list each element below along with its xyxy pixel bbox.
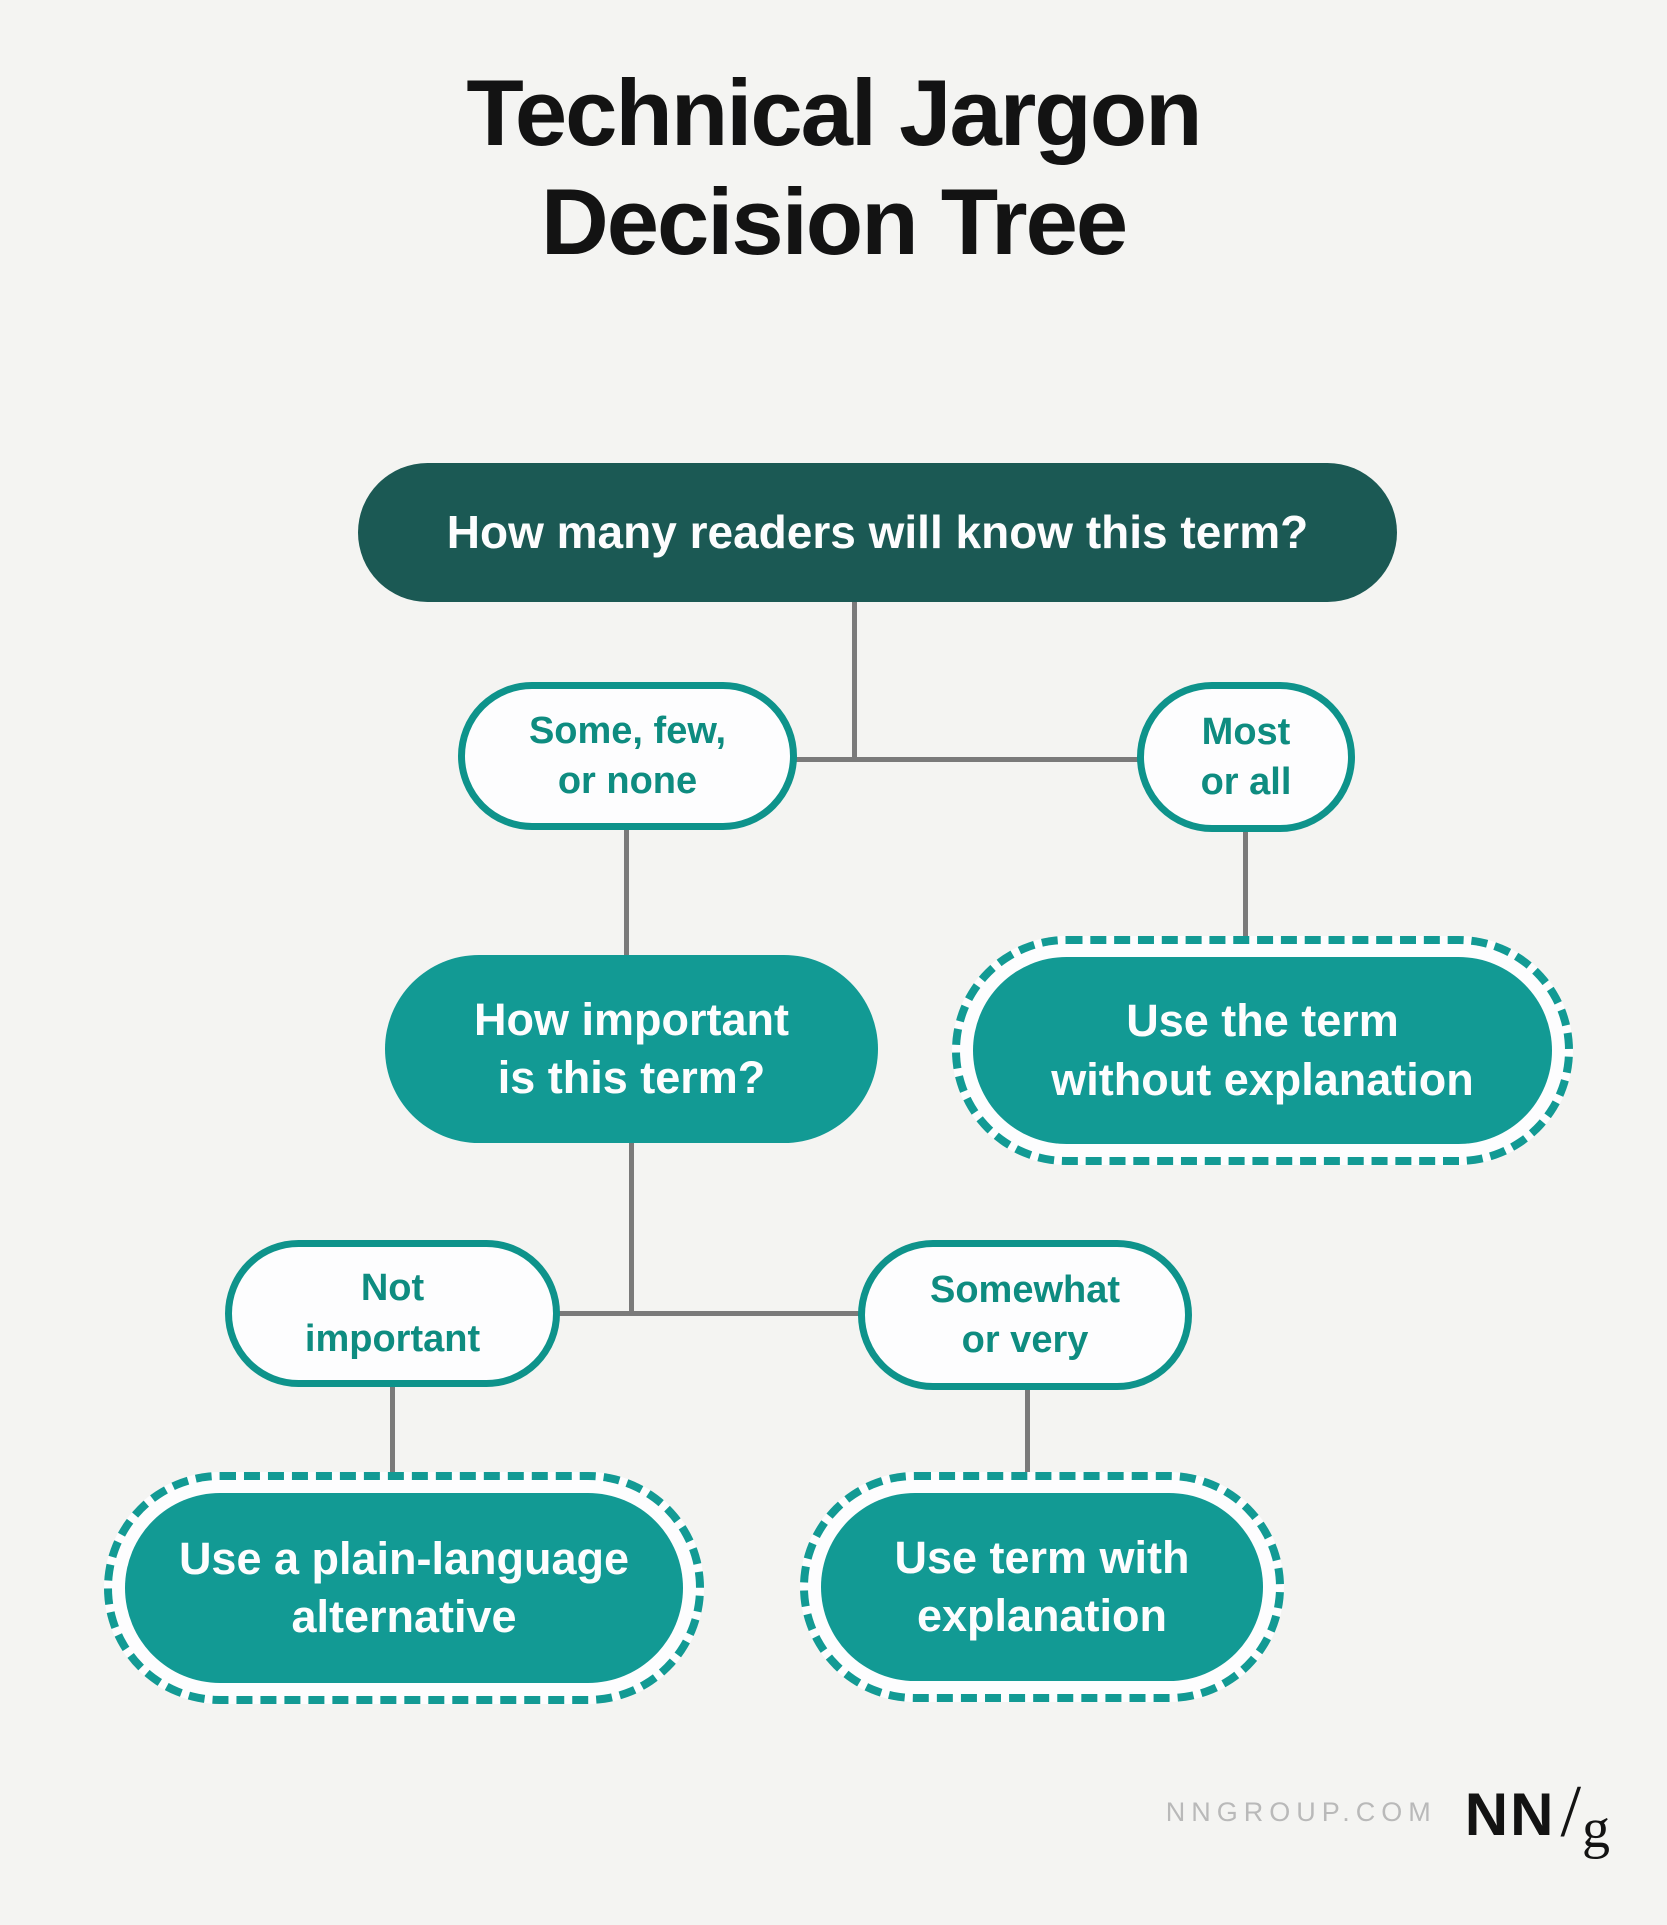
connector-root-down — [852, 600, 857, 762]
with-explanation-line1: Use term with — [894, 1531, 1190, 1583]
most-all-line2: or all — [1200, 761, 1292, 803]
footer-site-url: NNGROUP.COM — [1165, 1796, 1437, 1827]
most-all-line1: Most — [1201, 710, 1291, 753]
not-important-line2: important — [304, 1317, 481, 1360]
connector-notimportant-plain — [390, 1385, 395, 1475]
use-without-pill: Use the term without explanation — [973, 957, 1552, 1144]
plain-language-pill: Use a plain-language alternative — [125, 1493, 683, 1683]
use-without-line1: Use the term — [1126, 995, 1399, 1046]
node-root-question: How many readers will know this term? — [358, 463, 1397, 602]
page-title-line2: Decision Tree — [540, 169, 1128, 275]
how-important-line1: How important — [474, 993, 789, 1045]
node-outcome-use-term-with-explanation: Use term with explanation — [800, 1472, 1284, 1702]
footer: NNGROUP.COM NN / g — [0, 1770, 1610, 1857]
node-answer-not-important: Not important — [225, 1240, 560, 1387]
plain-language-line2: alternative — [291, 1591, 517, 1642]
node-answer-some-few-or-none: Some, few, or none — [458, 682, 797, 830]
with-explanation-line2: explanation — [916, 1590, 1168, 1641]
node-question-how-important: How important is this term? — [385, 955, 878, 1143]
node-answer-most-or-all: Most or all — [1137, 682, 1355, 832]
not-important-line1: Not — [360, 1267, 425, 1310]
how-important-line2: is this term? — [497, 1052, 766, 1103]
nng-logo-nn: NN — [1464, 1781, 1556, 1849]
connector-mostall-usewithout — [1243, 828, 1248, 938]
some-few-line1: Some, few, — [528, 709, 727, 752]
connector-somefew-howimportant — [624, 828, 629, 957]
nng-logo-g: g — [1582, 1798, 1610, 1861]
node-outcome-use-term-without-explanation: Use the term without explanation — [952, 936, 1573, 1165]
node-outcome-use-plain-language-alternative: Use a plain-language alternative — [104, 1472, 704, 1704]
use-without-line2: without explanation — [1051, 1053, 1474, 1105]
page-title-line1: Technical Jargon — [466, 60, 1202, 165]
some-few-line2: or none — [557, 760, 698, 802]
page-title: Technical Jargon Decision Tree — [0, 58, 1667, 276]
connector-somewhat-withexpl — [1025, 1388, 1030, 1475]
plain-language-line1: Use a plain-language — [178, 1532, 630, 1584]
with-explanation-pill: Use term with explanation — [821, 1493, 1263, 1681]
somewhat-very-line1: Somewhat — [929, 1268, 1121, 1311]
nng-logo-slash: / — [1560, 1770, 1581, 1853]
node-root-question-label: How many readers will know this term? — [446, 505, 1309, 558]
node-answer-somewhat-or-very: Somewhat or very — [858, 1240, 1192, 1390]
nng-logo: NN / g — [1464, 1770, 1610, 1857]
connector-row1-horizontal — [795, 757, 1139, 762]
connector-howimportant-down — [629, 1141, 634, 1315]
connector-row2-horizontal — [558, 1311, 860, 1316]
somewhat-very-line2: or very — [961, 1319, 1089, 1361]
